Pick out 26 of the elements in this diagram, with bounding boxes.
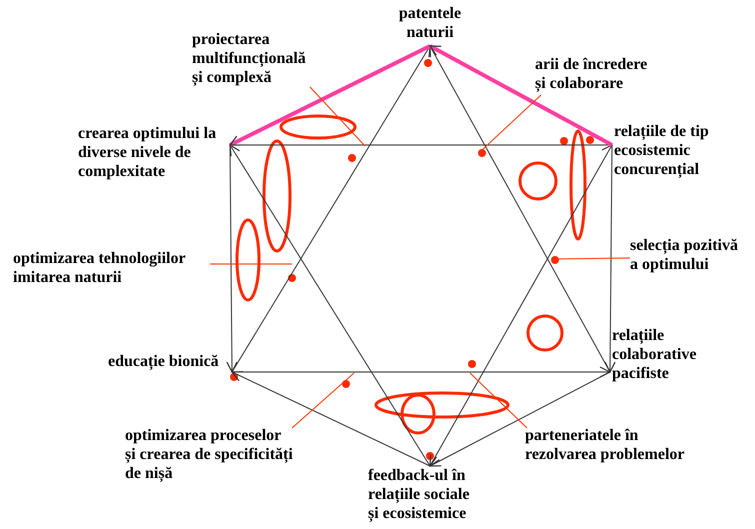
- leader-line: [292, 372, 354, 428]
- arrow: [232, 45, 431, 372]
- arrow: [604, 144, 616, 373]
- callout-label: parteneriatele în rezolvarea problemelor: [525, 426, 703, 464]
- vertex-label: educație bionică: [108, 352, 232, 371]
- vertex-label: crearea optimului la diverse nivele de complexitate: [78, 124, 230, 181]
- arrow: [429, 372, 610, 467]
- leader-line: [482, 94, 542, 150]
- arrow: [229, 44, 431, 147]
- arrow: [429, 45, 610, 372]
- callout-label: arii de încredere și colaborare: [535, 55, 655, 93]
- callout-label: optimizarea proceselor și crearea de specificități de nișă: [125, 426, 293, 483]
- callout-label: proiectarea multifuncțională și complexă: [192, 30, 320, 87]
- arrow: [229, 144, 430, 466]
- vertex-label: relațiile de tip ecosistemic concurențial: [614, 122, 754, 179]
- callout-label: optimizarea tehnologiilor imitarea naturii: [13, 249, 210, 287]
- leader-line: [552, 258, 630, 260]
- vertex-label: patentele naturii: [384, 4, 476, 42]
- callout-label: selecția pozitivă a optimului: [630, 236, 745, 274]
- arrow: [429, 144, 612, 467]
- arrow: [429, 44, 613, 147]
- vertex-label: relațiile colaborative pacifiste: [612, 326, 732, 383]
- vertex-label: feedback-ul în relațiile sociale și ecosistemice: [368, 466, 476, 523]
- leader-line: [470, 372, 528, 428]
- leader-line: [310, 86, 366, 146]
- arrow: [231, 371, 430, 466]
